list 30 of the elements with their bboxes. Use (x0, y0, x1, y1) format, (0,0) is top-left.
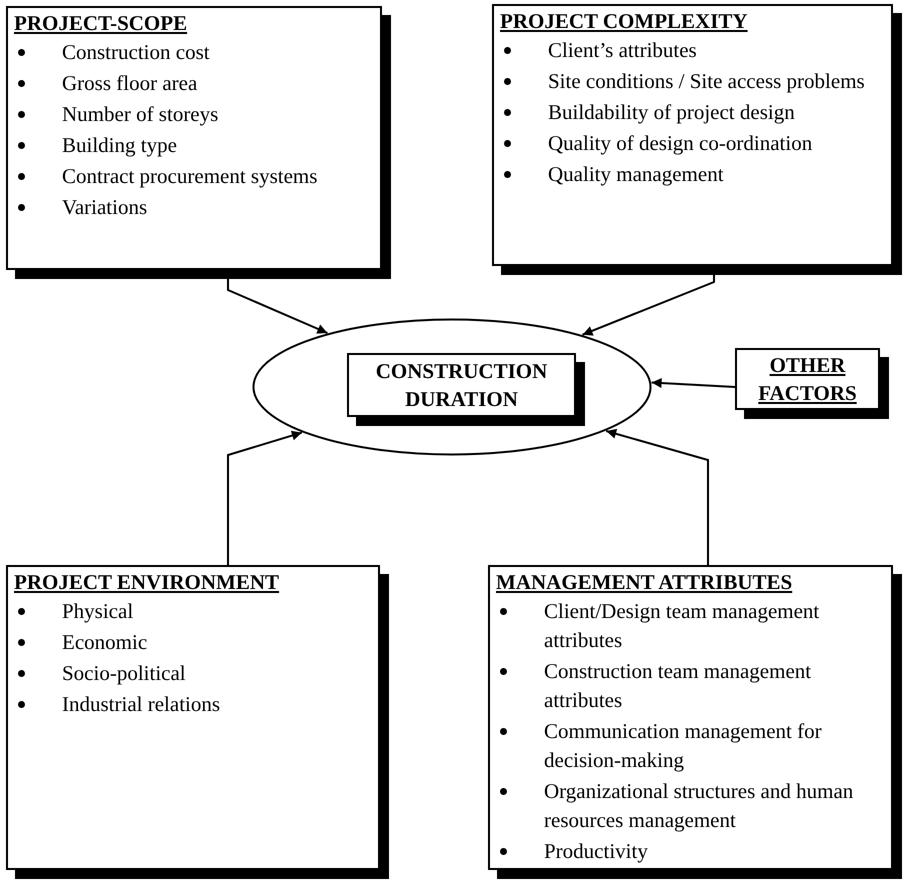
list-item: Quality of design co-ordination (548, 131, 812, 155)
panel-heading: MANAGEMENT ATTRIBUTES (496, 569, 792, 595)
list-item: Client’s attributes (548, 38, 697, 62)
panel-heading: PROJECT COMPLEXITY (500, 8, 748, 34)
list-item: Site conditions / Site access problems (548, 69, 865, 93)
arrow (606, 428, 709, 565)
list-item: Physical (62, 599, 134, 623)
list-item: Variations (62, 195, 148, 219)
list-item: Productivity (544, 839, 648, 863)
list-item: Socio-political (62, 661, 186, 685)
list-item: Organizational structures and human resources management (544, 779, 854, 832)
list-item: Economic (62, 630, 148, 654)
list-item: Construction cost (62, 40, 210, 64)
ellipse-shape (252, 318, 652, 456)
panel-heading: PROJECT ENVIRONMENT (14, 569, 280, 595)
list-item: Construction team management attributes (544, 659, 812, 712)
list-item: Number of storeys (62, 102, 218, 126)
list-item: Client/Design team management attributes (544, 599, 820, 652)
arrow (227, 430, 302, 565)
list-item: Communication management for decision-making (544, 719, 822, 772)
list-item: Contract procurement systems (62, 164, 318, 188)
list-item: Gross floor area (62, 71, 198, 95)
box-label: CONSTRUCTION DURATION (374, 358, 548, 413)
list-item: Quality management (548, 162, 724, 186)
panel-heading: PROJECT-SCOPE (14, 10, 188, 36)
arrow (652, 378, 736, 388)
list-item: Buildability of project design (548, 100, 795, 124)
box-label: OTHER FACTORS (757, 352, 858, 407)
list-item: Building type (62, 133, 177, 157)
list-item: Industrial relations (62, 692, 220, 716)
